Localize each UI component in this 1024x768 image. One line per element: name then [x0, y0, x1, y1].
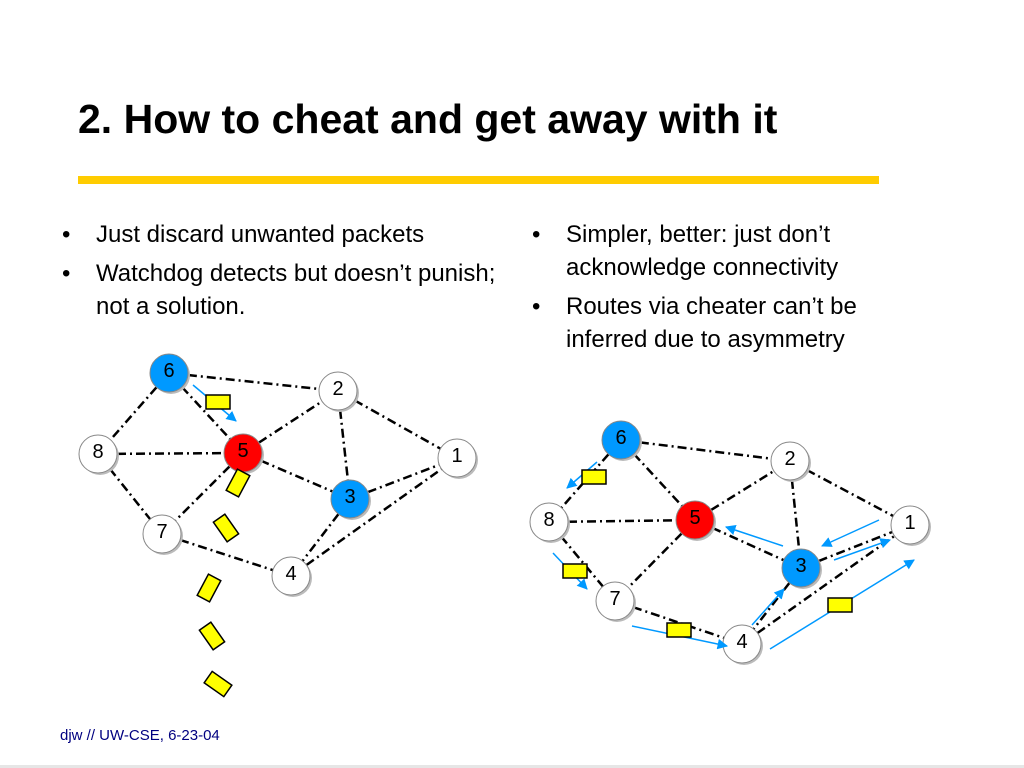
bullet-text: Watchdog detects but doesn’t punish; not… — [96, 260, 496, 320]
left-node-6: 6 — [149, 353, 190, 394]
node-label: 3 — [795, 555, 806, 577]
bullet-item: • Just discard unwanted packets — [58, 218, 508, 251]
right-node-8: 8 — [529, 502, 570, 543]
left-link-4-1 — [290, 456, 458, 578]
bullet-item: • Routes via cheater can’t be inferred du… — [528, 290, 928, 356]
footer-band — [0, 765, 1024, 768]
left-node-5: 5 — [223, 433, 264, 474]
right-node-5: 5 — [675, 500, 716, 541]
right-link-6-2 — [620, 438, 791, 463]
node-circle — [529, 502, 569, 542]
ack-arrow — [821, 519, 880, 547]
node-circle — [770, 441, 810, 481]
left-link-8-7 — [97, 453, 163, 535]
right-link-8-5 — [548, 518, 696, 524]
node-label: 6 — [163, 360, 174, 382]
left-node-1: 1 — [437, 438, 478, 479]
bullet-glyph: • — [532, 293, 541, 320]
node-circle — [78, 434, 118, 474]
node-label: 5 — [237, 440, 248, 462]
right-link-4-1 — [741, 523, 911, 646]
bullet-glyph: • — [62, 221, 71, 248]
node-circle — [675, 500, 715, 540]
packet — [581, 469, 607, 485]
node-label: 8 — [543, 509, 554, 531]
node-label: 7 — [156, 521, 167, 543]
bullet-text: Simpler, better: just don’t acknowledge … — [566, 221, 839, 281]
right-node-1: 1 — [890, 505, 931, 546]
left-node-7: 7 — [142, 514, 183, 555]
right-link-7-4 — [614, 599, 743, 646]
node-label: 5 — [689, 507, 700, 529]
node-label: 4 — [736, 631, 747, 653]
dropped-packet — [203, 670, 233, 698]
node-circle — [890, 505, 930, 545]
dropped-packet — [225, 468, 251, 498]
ack-arrow — [725, 525, 784, 547]
node-circle — [149, 353, 189, 393]
packet — [666, 622, 692, 638]
ack-arrow — [751, 588, 785, 626]
right-node-2: 2 — [770, 441, 811, 482]
packet — [205, 394, 231, 410]
node-circle — [271, 556, 311, 596]
node-label: 6 — [615, 427, 626, 449]
node-label: 8 — [92, 441, 103, 463]
left-link-6-2 — [168, 371, 339, 393]
node-circle — [437, 438, 477, 478]
packet — [562, 563, 588, 579]
right-graph: 6 2 8 5 1 3 7 4 — [529, 420, 931, 665]
node-label: 2 — [332, 378, 343, 400]
right-node-6: 6 — [601, 420, 642, 461]
node-circle — [781, 548, 821, 588]
left-node-3: 3 — [330, 479, 371, 520]
bullet-glyph: • — [532, 221, 541, 248]
left-node-4: 4 — [271, 556, 312, 597]
right-node-3: 3 — [781, 548, 822, 589]
left-graph: 6 2 8 5 1 3 7 4 — [78, 353, 478, 597]
left-link-8-5 — [97, 451, 244, 456]
node-circle — [330, 479, 370, 519]
node-label: 4 — [285, 563, 296, 585]
right-node-4: 4 — [722, 624, 763, 665]
dropped-packet — [212, 513, 240, 543]
node-circle — [595, 581, 635, 621]
node-label: 1 — [904, 512, 915, 534]
bullet-item: • Simpler, better: just don’t acknowledge… — [528, 218, 928, 284]
node-circle — [142, 514, 182, 554]
right-node-7: 7 — [595, 581, 636, 622]
node-label: 3 — [344, 486, 355, 508]
footer-credit: djw // UW-CSE, 6-23-04 — [60, 727, 220, 744]
left-bullet-list: • Just discard unwanted packets • Watchdog… — [58, 218, 508, 329]
right-link-8-7 — [548, 521, 616, 602]
bullet-text: Just discard unwanted packets — [96, 221, 425, 248]
packet — [827, 597, 853, 613]
right-bullet-list: • Simpler, better: just don’t acknowledge… — [528, 218, 928, 362]
bullet-item: • Watchdog detects but doesn’t punish; no… — [58, 257, 508, 323]
node-circle — [318, 371, 358, 411]
slide-title: 2. How to cheat and get away with it — [78, 96, 778, 142]
dropped-packet — [198, 621, 226, 651]
right-link-2-1 — [789, 459, 911, 527]
dropped-packet — [196, 573, 222, 603]
node-label: 2 — [784, 448, 795, 470]
node-label: 7 — [609, 588, 620, 610]
bullet-glyph: • — [62, 260, 71, 287]
left-node-8: 8 — [78, 434, 119, 475]
bullet-text: Routes via cheater can’t be inferred due… — [566, 293, 857, 353]
left-node-2: 2 — [318, 371, 359, 412]
node-circle — [601, 420, 641, 460]
ack-arrow — [833, 538, 891, 561]
left-link-2-1 — [337, 389, 458, 460]
title-underline — [78, 176, 879, 184]
left-link-7-4 — [161, 532, 292, 578]
node-label: 1 — [451, 445, 462, 467]
